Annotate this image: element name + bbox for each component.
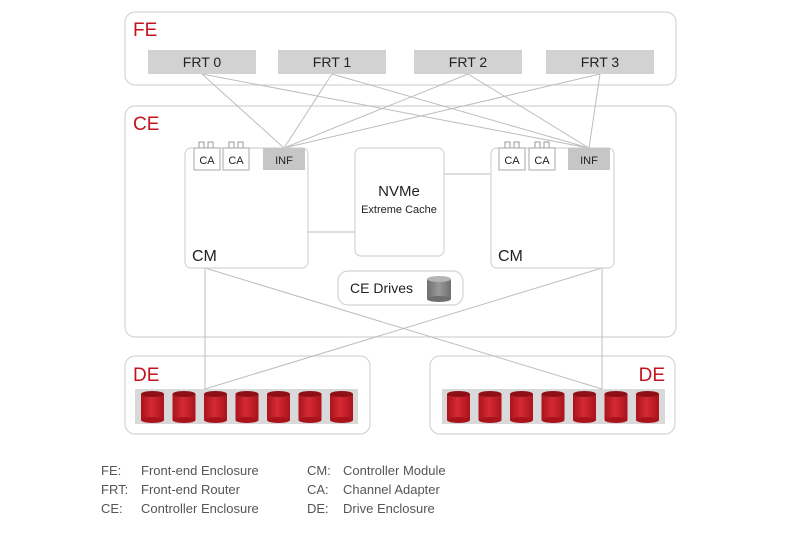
de-right-drive (541, 391, 565, 423)
legend-abbr: CM: (307, 463, 331, 478)
ce-title: CE (133, 114, 159, 135)
connection-lines (201, 73, 603, 390)
de-left-title: DE (133, 365, 159, 386)
legend-text: Controller Module (343, 463, 446, 478)
cm-right-port-ca-2: CA (528, 141, 556, 171)
de-left-drive (267, 391, 290, 423)
de-right-drive (510, 391, 533, 423)
cm-left-port-ca-2: CA (222, 141, 250, 171)
de-left-drives (141, 391, 353, 423)
frt-1-label: FRT 1 (313, 54, 352, 70)
cm-right: CA CA INF CM (490, 141, 615, 269)
ce-drive-icon (427, 276, 451, 302)
legend-item: CM: Controller Module (307, 461, 446, 480)
fe-title: FE (133, 20, 157, 41)
legend-text: Controller Enclosure (141, 501, 259, 516)
de-right-drive (636, 391, 659, 423)
de-right-drive (447, 391, 470, 423)
frt-3: FRT 3 (546, 50, 654, 74)
cm-right-ca-1-label: CA (504, 155, 520, 167)
legend-item: DE: Drive Enclosure (307, 499, 446, 518)
frt-2: FRT 2 (414, 50, 522, 74)
frt-1: FRT 1 (278, 50, 386, 74)
ce-drives: CE Drives (337, 270, 464, 306)
cm-left-inf-label: INF (275, 155, 293, 167)
legend-text: Front-end Enclosure (141, 463, 259, 478)
legend-abbr: CA: (307, 482, 329, 497)
legend-text: Drive Enclosure (343, 501, 435, 516)
legend-item: FE: Front-end Enclosure (101, 461, 259, 480)
cm-left-port-inf: INF (263, 148, 305, 170)
cm-left-ca-1-label: CA (199, 155, 215, 167)
cm-left-port-ca-1: CA (193, 141, 221, 171)
legend-item: FRT: Front-end Router (101, 480, 259, 499)
cm-right-inf-label: INF (580, 155, 598, 167)
legend-right: CM: Controller Module CA: Channel Adapte… (307, 461, 446, 518)
legend-text: Front-end Router (141, 482, 240, 497)
cm-left-ca-2-label: CA (228, 155, 244, 167)
ce-drives-label: CE Drives (350, 280, 413, 296)
de-enclosure-right: DE (429, 355, 676, 435)
de-left-drive (141, 391, 164, 423)
de-left-drive (298, 391, 322, 423)
frt-3-label: FRT 3 (581, 54, 620, 70)
legend-abbr: CE: (101, 501, 123, 516)
frt-0: FRT 0 (148, 50, 256, 74)
frt-2-label: FRT 2 (449, 54, 488, 70)
de-left-drive (330, 391, 353, 423)
nvme-subtitle: Extreme Cache (361, 204, 437, 216)
legend-item: CE: Controller Enclosure (101, 499, 259, 518)
legend-abbr: FE: (101, 463, 122, 478)
de-enclosure-left: DE (124, 355, 371, 435)
frt-0-label: FRT 0 (183, 54, 222, 70)
cm-right-port-inf: INF (568, 148, 610, 170)
de-left-drive (172, 391, 196, 423)
legend-abbr: FRT: (101, 482, 129, 497)
cm-left: CA CA INF CM (184, 141, 309, 269)
cm-left-label: CM (192, 248, 217, 265)
fe-enclosure: FE FRT 0 FRT 1 FRT 2 FRT 3 (124, 11, 677, 86)
de-right-drive (573, 391, 596, 423)
legend-item: CA: Channel Adapter (307, 480, 446, 499)
nvme-extreme-cache: NVMe Extreme Cache (354, 147, 445, 257)
de-right-drive (478, 391, 502, 423)
de-left-drive (235, 391, 259, 423)
de-left-drive (204, 391, 227, 423)
de-right-drives (447, 391, 659, 423)
de-right-title: DE (639, 365, 665, 386)
nvme-title: NVMe (378, 183, 420, 200)
cm-right-ca-2-label: CA (534, 155, 550, 167)
de-right-drive (604, 391, 628, 423)
cm-right-port-ca-1: CA (498, 141, 526, 171)
cm-right-label: CM (498, 248, 523, 265)
legend-text: Channel Adapter (343, 482, 440, 497)
legend-abbr: DE: (307, 501, 329, 516)
legend-left: FE: Front-end Enclosure FRT: Front-end R… (101, 461, 259, 518)
